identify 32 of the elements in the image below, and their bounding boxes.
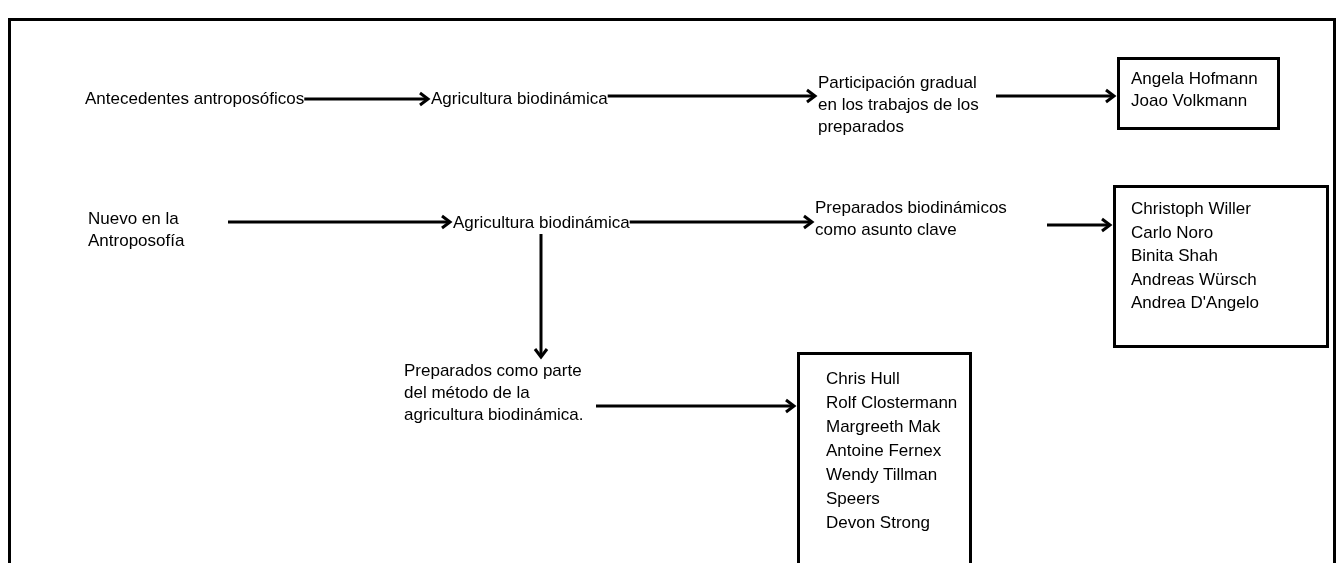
step-label: Agricultura biodinámica <box>453 212 630 234</box>
step-label: Preparados biodinámicos como asunto clave <box>815 197 1008 241</box>
step-label: Participación gradual en los trabajos de los preparados <box>818 72 980 138</box>
person-name: Binita Shah <box>1131 245 1219 267</box>
arrow <box>607 88 817 104</box>
person-name: Rolf Clostermann <box>826 392 959 414</box>
person-name: Speers <box>826 488 881 510</box>
arrow <box>228 214 452 230</box>
name-list-box <box>1113 185 1329 348</box>
person-name: Christoph Willer <box>1131 198 1252 220</box>
step-label: Antecedentes antroposóficos <box>85 88 305 110</box>
person-name: Andrea D'Angelo <box>1131 292 1260 314</box>
person-name: Devon Strong <box>826 512 931 534</box>
arrow <box>996 88 1116 104</box>
person-name: Joao Volkmann <box>1131 90 1249 112</box>
arrow <box>1047 217 1112 233</box>
step-label: Agricultura biodinámica <box>431 88 608 110</box>
step-label: Preparados como parte del método de la agricultura biodinámica. <box>404 360 585 426</box>
arrow <box>629 214 814 230</box>
arrow <box>596 398 796 414</box>
person-name: Carlo Noro <box>1131 221 1215 244</box>
name-list-box <box>1117 57 1280 130</box>
person-name: Margreeth Mak <box>826 416 942 438</box>
arrow <box>304 91 430 107</box>
person-name: Antoine Fernex <box>826 440 943 462</box>
arrow <box>533 234 549 359</box>
person-name: Angela Hofmann <box>1131 68 1259 90</box>
step-label: Nuevo en la Antroposofía <box>88 208 186 252</box>
person-name: Andreas Würsch <box>1131 268 1258 291</box>
person-name: Wendy Tillman <box>826 464 939 486</box>
person-name: Chris Hull <box>826 368 901 390</box>
name-list-box <box>797 352 972 563</box>
